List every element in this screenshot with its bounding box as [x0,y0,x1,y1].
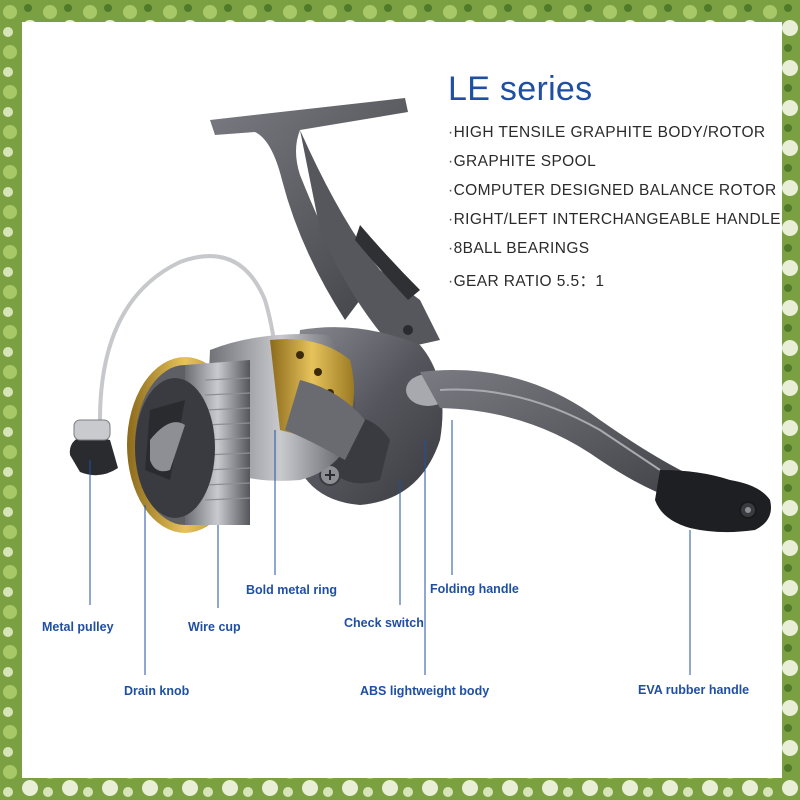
line-roller [69,419,118,476]
callout-folding-handle: Folding handle [430,582,519,596]
callout-bold-metal-ring: Bold metal ring [246,583,337,597]
feature-item: GRAPHITE SPOOL [448,153,596,171]
callout-check-switch: Check switch [344,616,424,630]
crank-handle [406,370,771,533]
series-title: LE series [448,70,593,108]
callout-metal-pulley: Metal pulley [42,620,114,634]
feature-item: COMPUTER DESIGNED BALANCE ROTOR [448,182,777,200]
feature-item: HIGH TENSILE GRAPHITE BODY/ROTOR [448,124,766,142]
callout-eva-handle: EVA rubber handle [638,683,750,697]
callout-leaders [89,420,691,675]
feature-item: 8BALL BEARINGS [448,240,590,258]
reel-foot [210,98,440,350]
reel-spool [127,357,251,533]
feature-item: GEAR RATIO 5.5：1 [448,269,604,291]
callout-drain-knob: Drain knob [124,684,190,698]
callout-abs-body: ABS lightweight body [360,684,490,698]
feature-item: RIGHT/LEFT INTERCHANGEABLE HANDLE [448,211,781,229]
callout-wire-cup: Wire cup [188,620,241,634]
